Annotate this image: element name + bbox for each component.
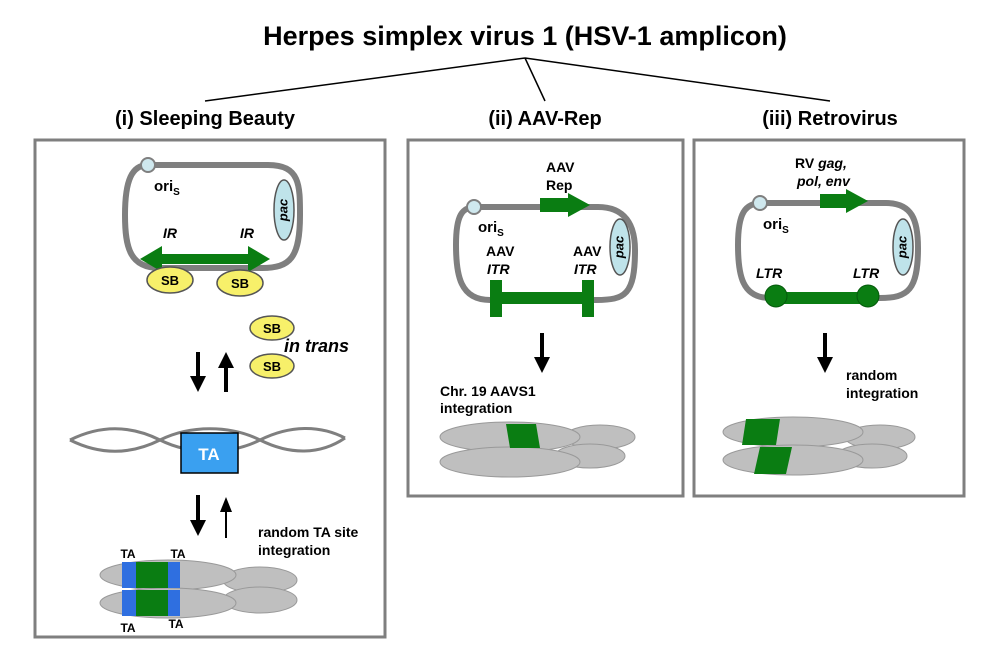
rv-integration-label-2: integration — [846, 385, 918, 401]
rep-gene-arrowhead — [568, 193, 590, 217]
ta-mark-label: TA — [120, 547, 135, 561]
sb-integration-label-2: integration — [258, 542, 330, 558]
ir-left-label: IR — [163, 225, 178, 241]
provirus-insert-lower — [754, 447, 792, 474]
sb-protein-label: SB — [263, 321, 281, 336]
ta-site-box — [180, 432, 239, 474]
ori-circle — [140, 157, 156, 173]
rv-down-arrow — [817, 333, 833, 373]
provirus-insert-upper — [742, 419, 780, 445]
aav-integration-label-1: Chr. 19 AAVS1 — [440, 383, 536, 399]
sb-protein — [216, 269, 264, 297]
ori-circle — [466, 199, 482, 215]
pac-site — [609, 218, 631, 276]
itr-right-label-1: AAV — [573, 243, 602, 259]
sb-in-trans: SB SB in trans — [249, 315, 349, 379]
ta-mark-label: TA — [120, 621, 135, 635]
pac-label: pac — [894, 235, 909, 259]
sb-integration-label-1: random TA site — [258, 524, 359, 540]
itr-right — [582, 280, 594, 317]
transposon-insert — [136, 562, 168, 588]
ta-mark — [168, 562, 180, 588]
ta-mark-label: TA — [168, 617, 183, 631]
aavs1-insert — [506, 424, 540, 448]
sb-protein — [249, 353, 295, 379]
rv-plasmid: pac oriS RV gag, pol, env LTR LTR — [734, 155, 922, 308]
gag-pol-env-gene — [820, 194, 848, 208]
ir-right-arrow — [248, 246, 270, 272]
transposon-insert — [136, 590, 168, 616]
ltr-right — [856, 284, 880, 308]
ltr-cassette — [776, 292, 868, 304]
figure-title: Herpes simplex virus 1 (HSV-1 amplicon) — [263, 21, 787, 51]
ori-label: oriS — [763, 216, 789, 236]
ltr-right-label: LTR — [853, 265, 880, 281]
heading-aav-rep: (ii) AAV-Rep — [488, 108, 601, 130]
rv-gene-label-2: pol, env — [796, 173, 851, 189]
ir-left-arrow — [140, 246, 162, 272]
panel-sleeping-beauty — [33, 138, 387, 639]
aav-chromosome — [439, 421, 636, 478]
aav-plasmid: pac oriS AAV Rep AAV ITR AAV ITR — [452, 159, 639, 317]
sb-arrows-upper — [190, 352, 234, 392]
itr-cassette — [502, 292, 582, 304]
in-trans-label: in trans — [284, 336, 349, 356]
itr-right-label-2: ITR — [574, 261, 597, 277]
pac-label: pac — [275, 198, 290, 222]
ta-mark — [168, 590, 180, 616]
sb-transposase-bound: SB SB — [146, 266, 264, 297]
rv-gene-label-1: RV gag, — [795, 155, 847, 171]
rep-label-2: Rep — [546, 177, 572, 193]
sb-plasmid: pac oriS IR IR — [121, 157, 304, 272]
ta-site-label: TA — [198, 445, 219, 464]
aav-integration-label-2: integration — [440, 400, 512, 416]
sb-chromosome — [99, 559, 298, 619]
sb-protein-label: SB — [231, 276, 249, 291]
sb-protein-label: SB — [263, 359, 281, 374]
sb-protein-label: SB — [161, 273, 179, 288]
pac-label: pac — [611, 235, 626, 259]
ori-label: oriS — [478, 219, 504, 239]
rep-label-1: AAV — [546, 159, 575, 175]
ltr-left — [764, 284, 788, 308]
rv-chromosome — [722, 416, 916, 476]
itr-left-label-2: ITR — [487, 261, 510, 277]
panel-aav-rep — [406, 138, 685, 498]
ir-right-label: IR — [240, 225, 255, 241]
itr-left-label-1: AAV — [486, 243, 515, 259]
aav-down-arrow — [534, 333, 550, 373]
ta-mark — [122, 590, 136, 616]
panel-retrovirus — [692, 138, 966, 498]
rv-integration-label-1: random — [846, 367, 897, 383]
heading-sleeping-beauty: (i) Sleeping Beauty — [115, 108, 296, 130]
tree-lines — [204, 57, 831, 102]
ir-cassette — [160, 254, 250, 264]
sb-arrows-lower — [190, 495, 232, 538]
gag-pol-env-arrowhead — [846, 189, 868, 213]
pac-site — [273, 179, 295, 241]
pac-site — [892, 218, 914, 276]
heading-retrovirus: (iii) Retrovirus — [762, 108, 898, 130]
ta-mark-label: TA — [170, 547, 185, 561]
ltr-left-label: LTR — [756, 265, 783, 281]
sb-protein — [146, 266, 194, 294]
ori-label: oriS — [154, 178, 180, 198]
ori-circle — [752, 195, 768, 211]
itr-left — [490, 280, 502, 317]
rep-gene — [540, 198, 570, 212]
sb-protein — [249, 315, 295, 341]
ta-mark — [122, 562, 136, 588]
